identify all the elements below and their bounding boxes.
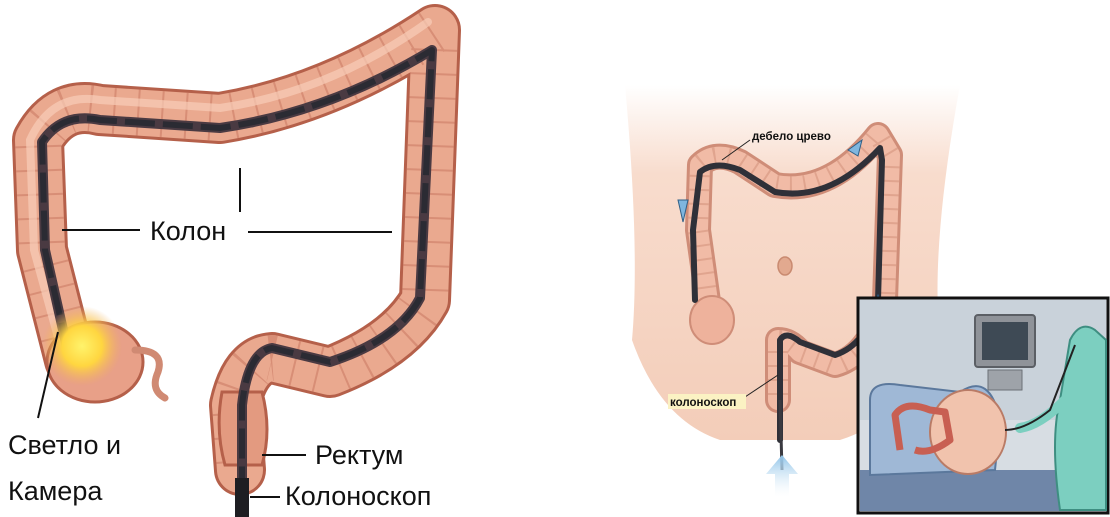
left-colonoscope-external: [235, 478, 249, 517]
label-colonoscope: Колоноскоп: [285, 481, 431, 511]
label-colon: Колон: [150, 216, 226, 246]
right-cecum: [690, 296, 734, 344]
inset-patient-skin: [930, 390, 1006, 474]
right-navel: [778, 257, 792, 275]
label-rectum: Ректум: [315, 440, 403, 470]
label-light-camera-line1: Светло и: [8, 430, 121, 460]
label-large-intestine: дебело црево: [752, 131, 831, 143]
up-arrow-icon: [766, 455, 798, 497]
inset-procedure-illustration: [858, 298, 1108, 513]
label-colonoscope-right: колоноскоп: [670, 397, 736, 409]
label-light-camera-line2: Камера: [8, 476, 103, 506]
